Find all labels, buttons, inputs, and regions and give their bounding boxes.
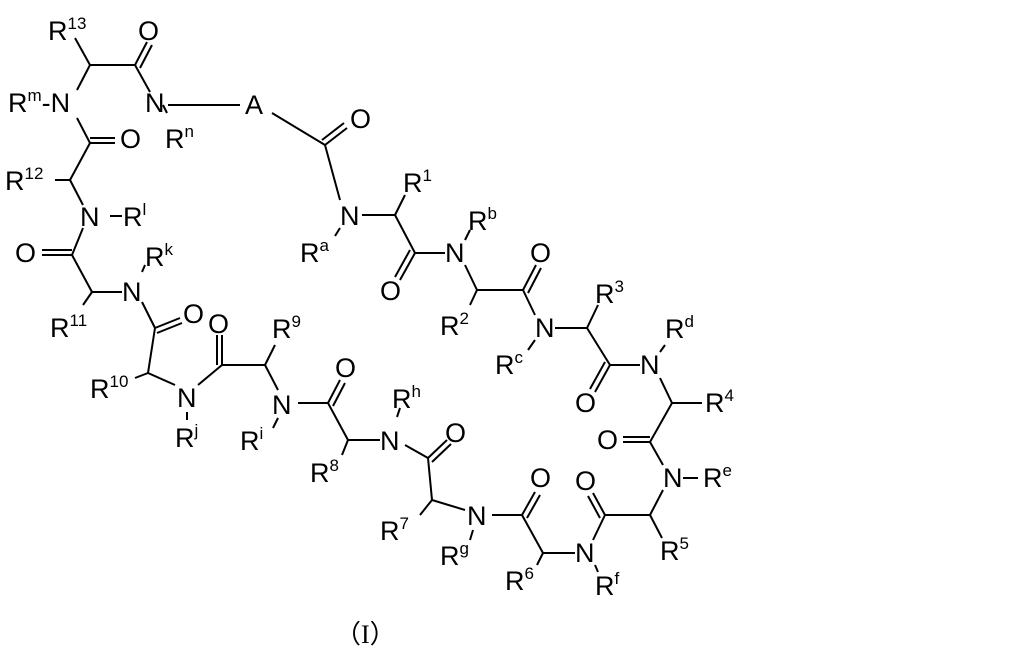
o-atom: O xyxy=(120,124,141,154)
rg-label: Rg xyxy=(440,539,469,571)
rb-label: Rb xyxy=(468,204,497,236)
rn-label: Rn xyxy=(165,122,194,154)
formula-caption: （I） xyxy=(335,620,396,649)
o-atom: O xyxy=(183,299,204,329)
rk-label: Rk xyxy=(145,240,174,272)
r13-label: R13 xyxy=(48,14,86,46)
o-atom: O xyxy=(575,388,596,418)
n-atom: N xyxy=(640,350,660,380)
rf-label: Rf xyxy=(595,569,620,601)
n-atom: N xyxy=(145,88,165,118)
o-atom: O xyxy=(350,104,371,134)
o-atom: O xyxy=(575,466,596,496)
r11-label: R11 xyxy=(50,311,87,343)
n-atom: N xyxy=(535,313,555,343)
r7-label: R7 xyxy=(380,514,409,546)
n-atom: N xyxy=(80,202,100,232)
r12-label: R12 xyxy=(5,164,43,196)
n-atom: N xyxy=(272,390,292,420)
re-label: Re xyxy=(703,461,732,493)
n-atom: N xyxy=(340,201,360,231)
linker-a: A xyxy=(245,90,263,120)
n-atom: N xyxy=(177,383,197,413)
atom-labels: R13 O Rm-N N Rn A O O R12 N Rl O Rk N R1… xyxy=(5,14,734,601)
n-atom: N xyxy=(575,538,595,568)
n-atom: N xyxy=(122,277,142,307)
o-atom: O xyxy=(138,16,159,46)
n-atom: N xyxy=(663,463,683,493)
n-atom: N xyxy=(445,238,465,268)
rd-label: Rd xyxy=(665,312,694,344)
r2-label: R2 xyxy=(440,309,469,341)
o-atom: O xyxy=(597,425,618,455)
r4-label: R4 xyxy=(705,386,734,418)
rj-label: Rj xyxy=(175,421,198,453)
o-atom: O xyxy=(15,238,36,268)
r10-label: R10 xyxy=(90,372,128,404)
r6-label: R6 xyxy=(505,564,534,596)
r8-label: R8 xyxy=(310,456,339,488)
n-atom: N xyxy=(467,501,487,531)
n-atom: N xyxy=(380,426,400,456)
r9-label: R9 xyxy=(272,312,301,344)
bonds xyxy=(42,37,702,573)
o-atom: O xyxy=(335,353,356,383)
o-atom: O xyxy=(530,463,551,493)
rl-label: Rl xyxy=(123,200,146,232)
rh-label: Rh xyxy=(392,382,421,414)
r5-label: R5 xyxy=(660,534,689,566)
o-atom: O xyxy=(208,309,229,339)
ra-label: Ra xyxy=(300,236,330,268)
rc-label: Rc xyxy=(495,348,524,380)
o-atom: O xyxy=(445,418,466,448)
ri-label: Ri xyxy=(240,424,263,456)
r3-label: R3 xyxy=(595,277,624,309)
o-atom: O xyxy=(530,238,551,268)
o-atom: O xyxy=(380,276,401,306)
r1-label: R1 xyxy=(403,166,432,198)
rm-label: Rm-N xyxy=(8,86,70,118)
